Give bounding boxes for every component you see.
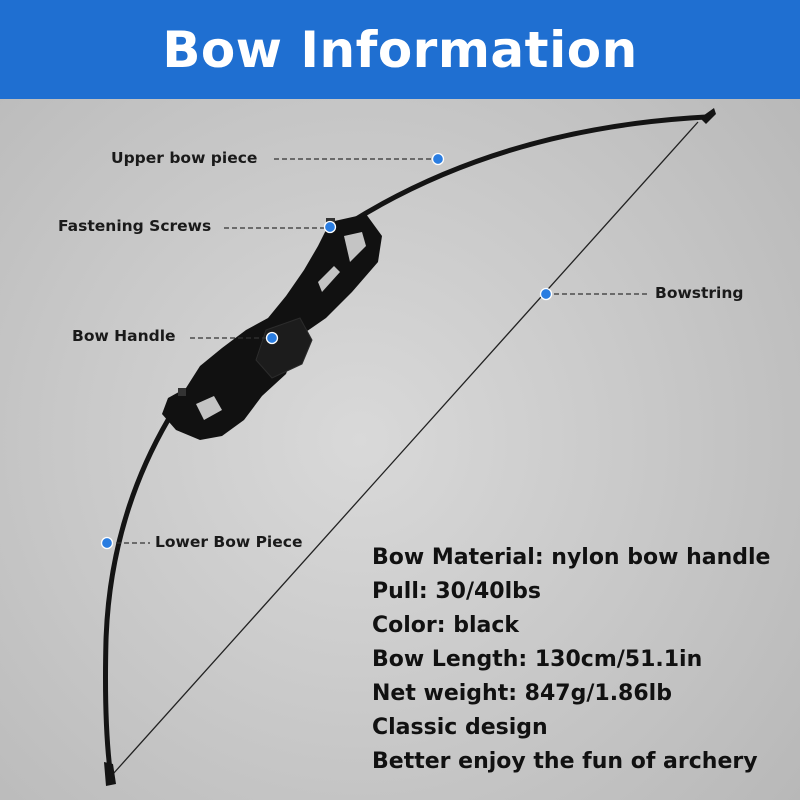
riser-cutout-mid [318,266,340,292]
spec-material: Bow Material: nylon bow handle [372,545,771,570]
riser-cutout-lower [196,396,222,420]
spec-color: Color: black [372,613,520,638]
marker-upper-bow-piece [431,152,445,166]
marker-bow-handle [265,331,279,345]
title-banner: Bow Information [0,0,800,99]
riser-cutout-upper [344,232,366,262]
screw-lower [178,388,186,396]
spec-design: Classic design [372,715,548,740]
spec-tagline: Better enjoy the fun of archery [372,749,758,774]
upper-limb-tip [700,108,716,124]
label-fastening-screws: Fastening Screws [58,217,212,235]
label-upper-bow-piece: Upper bow piece [111,149,258,167]
bowstring-line [112,121,699,775]
upper-limb [345,114,709,227]
bow-riser [162,214,382,440]
page-title: Bow Information [162,20,638,79]
lower-limb [103,417,171,773]
spec-weight: Net weight: 847g/1.86lb [372,681,672,706]
spec-pull: Pull: 30/40lbs [372,579,541,604]
lower-limb-tip [104,762,116,786]
label-bow-handle: Bow Handle [72,327,176,345]
label-lower-bow-piece: Lower Bow Piece [155,533,303,551]
marker-lower-bow-piece [100,536,114,550]
marker-fastening-screws [323,220,337,234]
label-bowstring: Bowstring [655,284,744,302]
marker-bowstring [539,287,553,301]
spec-list: Bow Material: nylon bow handle Pull: 30/… [372,541,792,779]
spec-length: Bow Length: 130cm/51.1in [372,647,703,672]
